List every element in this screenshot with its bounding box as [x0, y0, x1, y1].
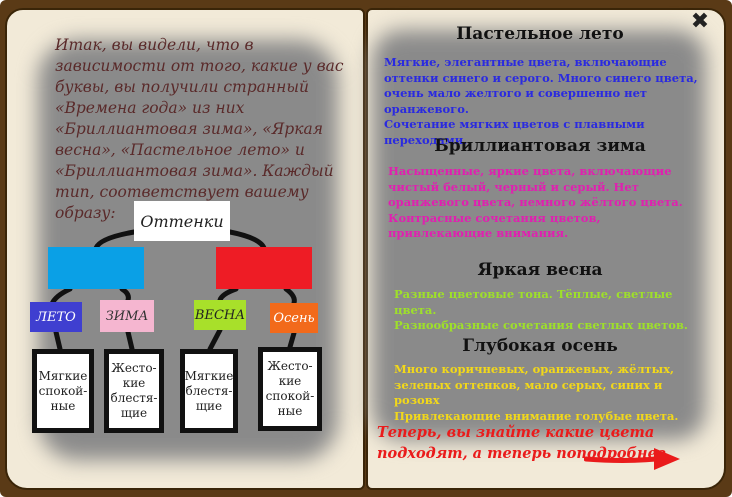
- section-text-summer: Мягкие, элегантные цвета, включающие отт…: [384, 55, 698, 147]
- close-icon[interactable]: ✖: [690, 9, 710, 34]
- subtype-hard-shiny: Жесто-кие блестя-щие: [104, 349, 164, 433]
- section-text-winter: Насыщенные, яркие цвета, включающие чист…: [388, 164, 683, 240]
- right-page-shade: [372, 30, 706, 440]
- intro-text: Итак, вы видели, что в зависимости от то…: [55, 36, 344, 222]
- season-autumn: Осень: [270, 303, 318, 333]
- diagram-red-block: [216, 247, 312, 289]
- subtype-soft-calm: Мягкие спокой-ные: [32, 349, 94, 433]
- section-title-spring: Яркая весна: [477, 260, 603, 280]
- section-title-summer: Пастельное лето: [456, 24, 624, 44]
- season-winter: ЗИМА: [100, 300, 154, 332]
- subtype-soft-shiny: Мягкие блестя-щие: [180, 349, 238, 433]
- season-summer: ЛЕТО: [30, 302, 82, 332]
- section-text-autumn: Много коричневых, оранжевых, жёлтых, зел…: [394, 362, 679, 423]
- section-title-winter: Бриллиантовая зима: [434, 136, 646, 156]
- diagram-root: Оттенки: [134, 201, 230, 241]
- subtype-hard-calm: Жесто-кие спокой-ные: [258, 347, 322, 431]
- section-text-spring: Разные цветовые тона. Тёплые, светлые цв…: [394, 287, 688, 332]
- next-arrow-icon[interactable]: [584, 444, 684, 474]
- season-spring: ВЕСНА: [194, 300, 246, 330]
- diagram-blue-block: [48, 247, 144, 289]
- section-title-autumn: Глубокая осень: [462, 336, 618, 356]
